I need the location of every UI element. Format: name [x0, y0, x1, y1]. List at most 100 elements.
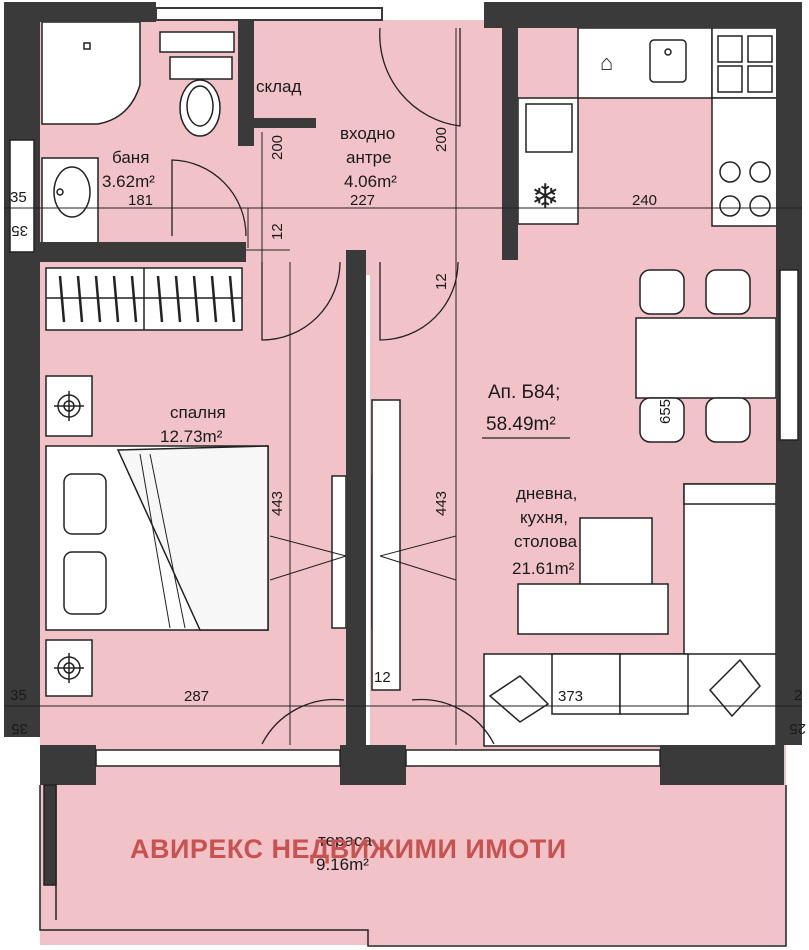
chair: [705, 269, 751, 315]
wall-hall-living: [502, 28, 518, 260]
chair: [639, 269, 685, 315]
wall-top-mid: [155, 7, 383, 21]
dim-hall-height: 200: [433, 127, 450, 152]
chair: [639, 397, 685, 443]
wall-left: [4, 2, 40, 737]
bathroom-fixtures: [41, 21, 235, 249]
bedroom-name: спалня: [170, 403, 226, 422]
bed-area: [45, 375, 269, 697]
toilet-cistern: [169, 56, 233, 80]
chair: [705, 397, 751, 443]
dim-bath-width: 181: [128, 192, 153, 209]
storage-name: склад: [256, 77, 302, 96]
dim-right-bottom-rot: 25: [789, 720, 806, 737]
dimension-lines: [4, 28, 802, 745]
tv-units: [331, 399, 401, 691]
sink-drain: [664, 48, 672, 56]
wardrobe: [45, 267, 243, 331]
sofa-arm: [683, 483, 777, 505]
bathroom-area: 3.62m²: [102, 172, 155, 191]
washbasin-tap: [56, 188, 64, 196]
wall-partition: [346, 250, 366, 758]
shower-drain: [83, 42, 91, 50]
dim-left-bottom: 35: [10, 687, 27, 704]
dining: [635, 269, 777, 443]
bathroom-name: баня: [112, 148, 149, 167]
freezer-icon: ❄: [531, 178, 560, 216]
kitchen: ❄ ⌂: [517, 27, 779, 227]
dim-partition: 12: [374, 669, 391, 686]
wall-bath-bedroom: [40, 242, 246, 262]
bedroom-area: 12.73m²: [160, 427, 223, 446]
dim-table: 655: [657, 399, 674, 424]
door-bathroom: [171, 159, 247, 237]
dim-living-width: 240: [632, 192, 657, 209]
window-left: [9, 139, 35, 253]
window-living: [405, 749, 661, 767]
living-area: 21.61m²: [512, 559, 575, 578]
hall-name-line1: входно: [340, 124, 395, 143]
wall-storage: [254, 118, 316, 128]
terrace-edge: [39, 784, 787, 947]
living-line3: столова: [514, 532, 578, 551]
hall-name-line2: антре: [346, 148, 392, 167]
pillow: [708, 658, 761, 718]
washbasin-bowl: [53, 166, 91, 218]
coffee-table: [517, 583, 669, 635]
storage-shelf: [159, 31, 235, 53]
wall-bottom-mid: [340, 745, 406, 785]
sofa-cushion: [551, 653, 621, 715]
dim-wall-right: 12: [433, 273, 450, 290]
wall-bath-hall: [238, 20, 254, 146]
apartment-area: 58.49m²: [486, 414, 556, 435]
window-right: [779, 269, 799, 441]
dining-table: [635, 317, 777, 399]
pillow-top: [63, 473, 107, 535]
shower-tray: [41, 21, 141, 125]
watermark: АВИРЕКС НЕДВИЖИМИ ИМОТИ: [130, 834, 567, 864]
bed-blanket-fold: [116, 445, 269, 631]
dim-living-depth: 443: [433, 491, 450, 516]
dishwasher-icon: [525, 103, 573, 153]
dim-bedroom-width: 287: [184, 688, 209, 705]
apartment-name: Ап. Б84;: [488, 382, 560, 403]
windows: [9, 139, 799, 767]
pillow-bottom: [63, 551, 107, 615]
wall-top-right: [484, 2, 784, 28]
door-entrance: [379, 27, 461, 127]
coffee-table-top: [579, 517, 653, 587]
living-line1: дневна,: [516, 484, 577, 503]
door-terrace-living: [411, 698, 495, 745]
kitchen-counter-top: [577, 27, 713, 99]
sink: [649, 39, 687, 83]
sofa-cushion: [619, 653, 689, 715]
dim-left-bottom-rot: 35: [11, 720, 28, 737]
door-bedroom: [261, 261, 341, 341]
living-line2: кухня,: [520, 508, 568, 527]
tv-cabinet-living: [371, 399, 401, 691]
wall-bottom-right: [660, 745, 784, 785]
dim-right-bottom-cut: 2: [794, 687, 802, 704]
dim-wall-left: 12: [269, 223, 286, 240]
toilet-seat: [186, 85, 214, 127]
wall-top-left: [40, 2, 156, 22]
door-terrace-bedroom: [261, 698, 345, 745]
pillow: [488, 675, 550, 723]
wall-bottom-left: [40, 745, 96, 785]
terrace-name: тераса: [318, 831, 372, 850]
planter: [43, 784, 57, 886]
dim-bath-height: 200: [269, 135, 286, 160]
lounge: [483, 483, 777, 747]
dim-bedroom-depth: 443: [269, 491, 286, 516]
hall-area: 4.06m²: [344, 172, 397, 191]
tv-bedroom: [331, 475, 347, 629]
terrace-area: 9.16m²: [316, 855, 369, 874]
nightstand-top: [45, 375, 93, 437]
nightstand-bottom: [45, 639, 93, 697]
dim-left-top-rot: 35: [11, 222, 28, 239]
extractor-icon: ⌂: [600, 50, 613, 75]
dim-hall-width: 227: [350, 192, 375, 209]
dim-living-bottom-width: 373: [558, 688, 583, 705]
window-bedroom: [95, 749, 341, 767]
